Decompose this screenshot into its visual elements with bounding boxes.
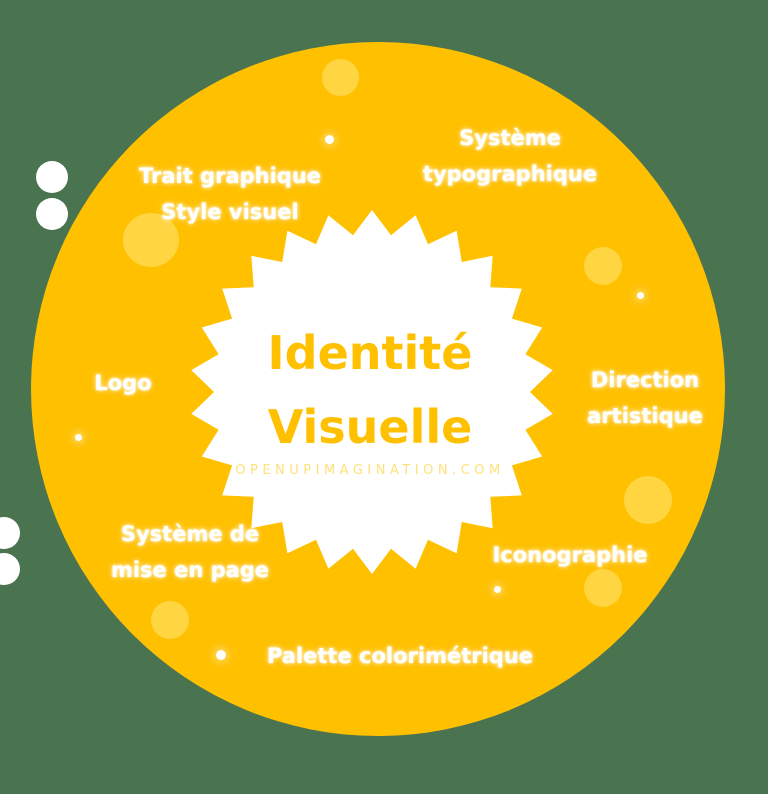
bubble-decoration: [322, 59, 359, 96]
glow-dot: [325, 135, 334, 144]
label-line: mise en page: [110, 558, 270, 582]
website-watermark: OPENUPIMAGINATION.COM: [235, 463, 505, 478]
side-dot: [36, 198, 68, 230]
glow-dot: [494, 586, 501, 593]
bubble-decoration: [584, 569, 622, 607]
title-line-2: Visuelle: [267, 400, 473, 454]
label-systeme-typographique: Système typographique: [400, 120, 620, 192]
bullet-dot: [216, 650, 226, 660]
bubble-decoration: [123, 213, 179, 267]
label-palette-colorimetrique: Palette colorimétrique: [240, 638, 560, 674]
side-dot: [0, 517, 20, 549]
glow-dot: [637, 292, 644, 299]
label-line: Palette colorimétrique: [266, 644, 534, 668]
label-direction-artistique: Direction artistique: [565, 362, 725, 434]
bubble-decoration: [151, 601, 189, 639]
label-line: Direction: [590, 368, 700, 392]
label-line: Système: [459, 126, 561, 150]
label-line: artistique: [587, 404, 703, 428]
label-trait-graphique: Trait graphique Style visuel: [120, 158, 340, 230]
side-dot: [36, 161, 68, 193]
bubble-decoration: [584, 247, 622, 285]
label-line: typographique: [422, 162, 598, 186]
label-iconographie: Iconographie: [475, 537, 665, 573]
label-line: Style visuel: [161, 200, 299, 224]
bubble-decoration: [624, 476, 672, 524]
label-line: Système de: [120, 522, 260, 546]
side-dot: [0, 553, 20, 585]
label-systeme-mise-en-page: Système de mise en page: [90, 516, 290, 588]
label-line: Logo: [94, 371, 152, 395]
label-logo: Logo: [78, 365, 168, 401]
glow-dot: [75, 434, 82, 441]
label-line: Trait graphique: [138, 164, 322, 188]
title-line-1: Identité: [267, 326, 473, 380]
label-line: Iconographie: [492, 543, 648, 567]
